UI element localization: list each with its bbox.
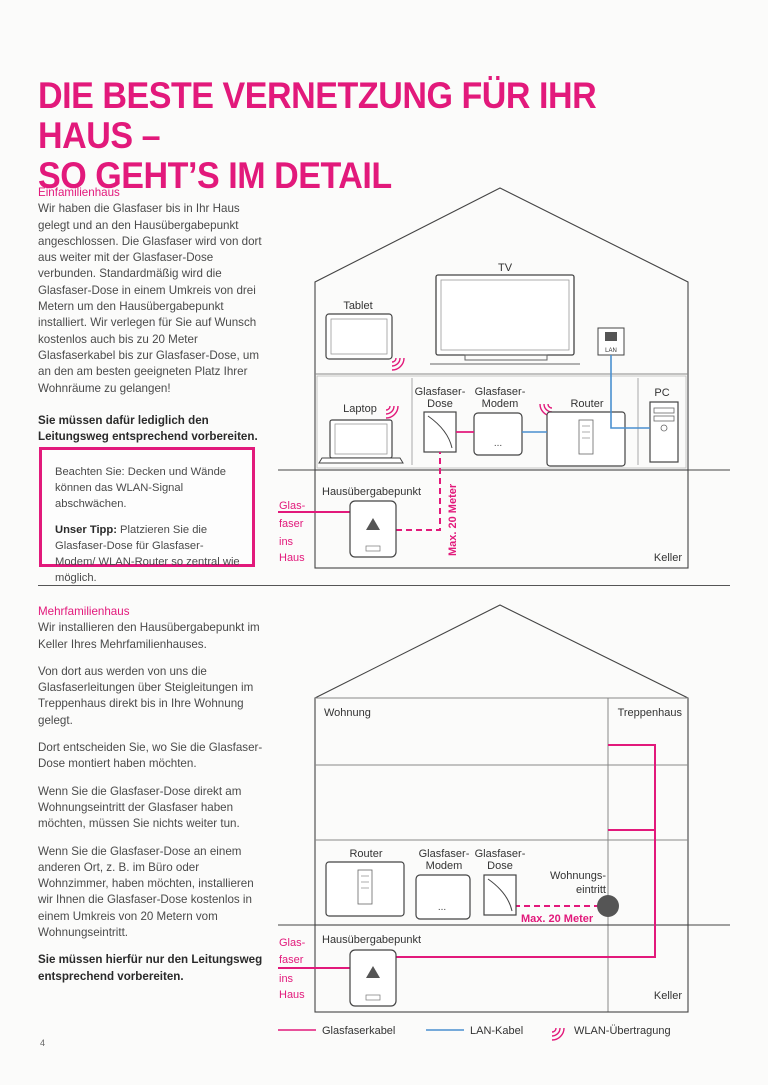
glasfaser-dose-icon	[423, 411, 457, 453]
side-label-1: Glas-	[279, 937, 306, 949]
hup-icon	[349, 500, 397, 558]
legend-wifi-icon	[551, 1027, 565, 1041]
tablet-label: Tablet	[343, 300, 372, 312]
house-roof-outline	[314, 187, 689, 470]
glasfaser-dose-icon	[483, 874, 517, 916]
glasfaser-modem-icon: ...	[415, 874, 471, 920]
tip-body: Platzieren Sie die Glasfaser-Dose für Gl…	[55, 524, 240, 584]
einfamilienhaus-diagram: TV Tablet LAN Laptop Glasfaser-	[278, 187, 730, 569]
max-distance-label: Max. 20 Meter	[521, 913, 594, 925]
mehrfamilienhaus-paragraph-1: Wir installieren den Hausübergabepunkt i…	[38, 621, 260, 651]
mehrfamilienhaus-paragraph-5: Wenn Sie die Glasfaser-Dose an einem and…	[38, 844, 254, 940]
laptop-icon	[318, 419, 404, 464]
wohnungseintritt-point	[597, 895, 619, 917]
wohnung-label: Wohnung	[324, 707, 371, 719]
tip-box: Beachten Sie: Decken und Wände können da…	[39, 447, 255, 584]
tip-label: Unser Tipp:	[55, 524, 117, 536]
gf-modem-label-2: Modem	[426, 860, 463, 872]
gf-dose-label-1: Glasfaser-	[475, 848, 526, 860]
svg-text:...: ...	[438, 902, 446, 913]
legend-fiber-label: Glasfaserkabel	[322, 1025, 395, 1037]
side-label-2: faser	[279, 518, 304, 530]
mehrfamilienhaus-heading: Mehrfamilienhaus	[38, 605, 130, 618]
router-icon	[325, 861, 405, 917]
lan-cable-router-socket	[610, 355, 625, 429]
fiber-cable-dashed	[396, 452, 441, 531]
gf-dose-label-2: Dose	[487, 860, 513, 872]
tv-label: TV	[498, 262, 513, 274]
gf-dose-label-1: Glasfaser-	[415, 386, 466, 398]
router-icon	[546, 411, 626, 467]
wohnungseintritt-label-1: Wohnungs-	[550, 870, 606, 882]
router-label: Router	[349, 848, 382, 860]
mehrfamilienhaus-diagram: Wohnung Treppenhaus Router Glasfaser- Mo…	[278, 604, 730, 1013]
laptop-label: Laptop	[343, 403, 377, 415]
einfamilienhaus-heading: Einfamilienhaus	[38, 186, 120, 199]
mehrfamilienhaus-paragraph-4: Wenn Sie die Glasfaser-Dose direkt am Wo…	[38, 784, 242, 831]
title-line-2: SO GEHT’S IM DETAIL	[38, 155, 392, 196]
side-label-1: Glas-	[279, 500, 306, 512]
hup-label: Hausübergabepunkt	[322, 486, 421, 498]
mehrfamilienhaus-paragraph-3: Dort entscheiden Sie, wo Sie die Glasfas…	[38, 741, 263, 771]
mehrfamilienhaus-text: Mehrfamilienhaus Wir installieren den Ha…	[38, 604, 268, 996]
gf-modem-label-1: Glasfaser-	[475, 386, 526, 398]
gf-modem-label-2: Modem	[482, 398, 519, 410]
max-distance-label: Max. 20 Meter	[447, 483, 459, 556]
tip-text: Unser Tipp: Platzieren Sie die Glasfaser…	[55, 522, 240, 586]
mehrfamilienhaus-bold-note: Sie müssen hierfür nur den Leitungsweg e…	[38, 953, 263, 983]
einfamilienhaus-bold-note: Sie müssen dafür lediglich den Leitungsw…	[38, 413, 258, 444]
einfamilienhaus-paragraph: Wir haben die Glasfaser bis in Ihr Haus …	[38, 202, 262, 395]
keller-label: Keller	[654, 990, 682, 1002]
page-number: 4	[40, 1038, 46, 1048]
title-line-1: DIE BESTE VERNETZUNG FÜR IHR HAUS –	[38, 75, 597, 156]
tip-warning: Beachten Sie: Decken und Wände können da…	[55, 466, 227, 510]
side-label-4: Haus	[279, 989, 305, 1001]
gf-modem-label-1: Glasfaser-	[419, 848, 470, 860]
wohnungseintritt-label-2: eintritt	[576, 884, 606, 896]
fiber-riser	[396, 744, 656, 958]
legend-wlan-label: WLAN-Übertragung	[574, 1025, 671, 1037]
building-roof-outline	[314, 604, 689, 925]
svg-text:...: ...	[494, 438, 502, 449]
einfamilienhaus-text: Einfamilienhaus Wir haben die Glasfaser …	[38, 185, 268, 456]
pc-label: PC	[654, 387, 669, 399]
keller-label: Keller	[654, 552, 682, 564]
page-title: DIE BESTE VERNETZUNG FÜR IHR HAUS – SO G…	[38, 76, 682, 196]
lan-socket-label: LAN	[605, 348, 617, 354]
wifi-icon	[385, 405, 399, 419]
side-label-3: ins	[279, 973, 294, 985]
section-divider	[38, 585, 730, 586]
hup-icon	[349, 949, 397, 1007]
tv-icon	[430, 274, 580, 365]
legend: Glasfaserkabel LAN-Kabel WLAN-Übertragun…	[278, 1025, 671, 1041]
room-outline	[316, 375, 687, 469]
hup-label: Hausübergabepunkt	[322, 934, 421, 946]
wifi-icon	[391, 357, 405, 371]
basement-outline	[314, 469, 689, 569]
mehrfamilienhaus-paragraph-2: Von dort aus werden von uns die Glasfase…	[38, 664, 254, 727]
tablet-icon	[325, 313, 393, 360]
gf-dose-label-2: Dose	[427, 398, 453, 410]
side-label-3: ins	[279, 536, 294, 548]
treppenhaus-label: Treppenhaus	[618, 707, 683, 719]
side-label-2: faser	[279, 954, 304, 966]
legend-lan-label: LAN-Kabel	[470, 1025, 523, 1037]
lan-socket-icon	[597, 327, 625, 356]
side-label-4: Haus	[279, 552, 305, 564]
glasfaser-modem-icon: ...	[473, 412, 523, 456]
pc-icon	[649, 401, 679, 463]
router-label: Router	[570, 398, 603, 410]
